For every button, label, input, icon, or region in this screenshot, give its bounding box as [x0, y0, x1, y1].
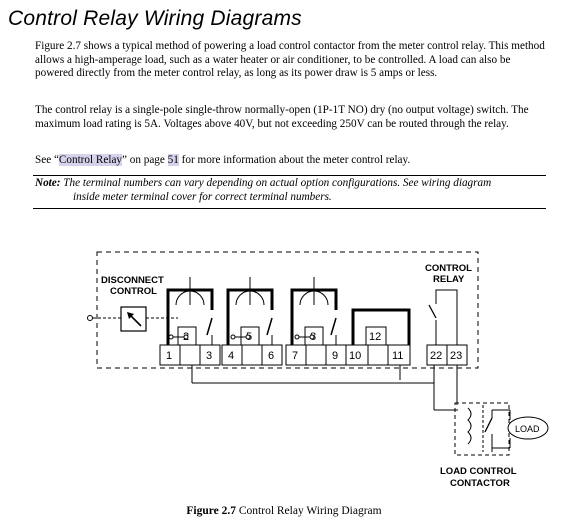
note-top-rule [33, 175, 546, 176]
relay-label-2: RELAY [433, 274, 465, 285]
disconnect-switch-1 [166, 277, 214, 348]
load-symbol [507, 416, 549, 440]
terminal-3-label: 3 [206, 350, 212, 362]
disconnect-label-2: CONTROL [110, 286, 157, 297]
terminal-11-label: 11 [392, 350, 403, 362]
figure-caption: Figure 2.7 Control Relay Wiring Diagram [0, 505, 568, 517]
terminal-23-label: 23 [450, 350, 462, 362]
terminal-9-label: 9 [332, 350, 338, 362]
terminal-1-label: 1 [166, 350, 172, 362]
disconnect-switch-3 [290, 277, 338, 348]
note-line-2: inside meter terminal cover for correct … [73, 190, 332, 203]
disconnect-arrow-head [127, 312, 134, 319]
note-label: Note: [35, 177, 61, 189]
terminal-links [168, 334, 315, 340]
terminal-22-label: 22 [430, 350, 442, 362]
see-suffix: for more information about the meter con… [178, 154, 411, 166]
contactor-label-1: LOAD CONTROL [440, 466, 517, 477]
note-block: Note: The terminal numbers can vary depe… [35, 177, 547, 204]
control-relay-link[interactable]: Control Relay [58, 154, 122, 166]
figure-number: Figure 2.7 [186, 505, 236, 517]
terminal-strip-4 [345, 344, 411, 366]
jumper-10-11 [351, 308, 411, 345]
see-middle: ” on page [122, 154, 168, 166]
page-link[interactable]: 51 [167, 154, 179, 166]
load-contactor [454, 402, 511, 456]
contactor-label-2: CONTACTOR [450, 478, 510, 489]
paragraph-see-reference: See “Control Relay” on page 51 for more … [35, 154, 545, 168]
meter-enclosure [96, 251, 479, 369]
control-relay-switch [428, 289, 458, 345]
terminal-4-label: 4 [228, 350, 234, 362]
paragraph-overview: Figure 2.7 shows a typical method of pow… [35, 40, 545, 79]
terminal-strip-2 [221, 344, 283, 366]
note-bottom-rule [33, 208, 546, 209]
figure-caption-text: Control Relay Wiring Diagram [236, 505, 382, 517]
relay-label-1: CONTROL [425, 263, 472, 274]
terminal-7-label: 7 [292, 350, 298, 362]
field-wiring [191, 365, 458, 411]
disconnect-input-terminal [87, 315, 93, 321]
section-heading: Control Relay Wiring Diagrams [8, 7, 302, 30]
terminal-6-label: 6 [268, 350, 274, 362]
load-label: LOAD [515, 424, 540, 434]
disconnect-switch-2 [226, 277, 274, 348]
see-prefix: See “ [35, 154, 59, 166]
terminal-10-label: 10 [349, 350, 361, 362]
terminal-strip-1 [159, 344, 221, 366]
paragraph-relay-spec: The control relay is a single-pole singl… [35, 104, 529, 130]
note-line-1: The terminal numbers can vary depending … [60, 177, 492, 189]
disconnect-label-1: DISCONNECT [101, 275, 164, 286]
terminal-12-label: 12 [369, 331, 381, 343]
